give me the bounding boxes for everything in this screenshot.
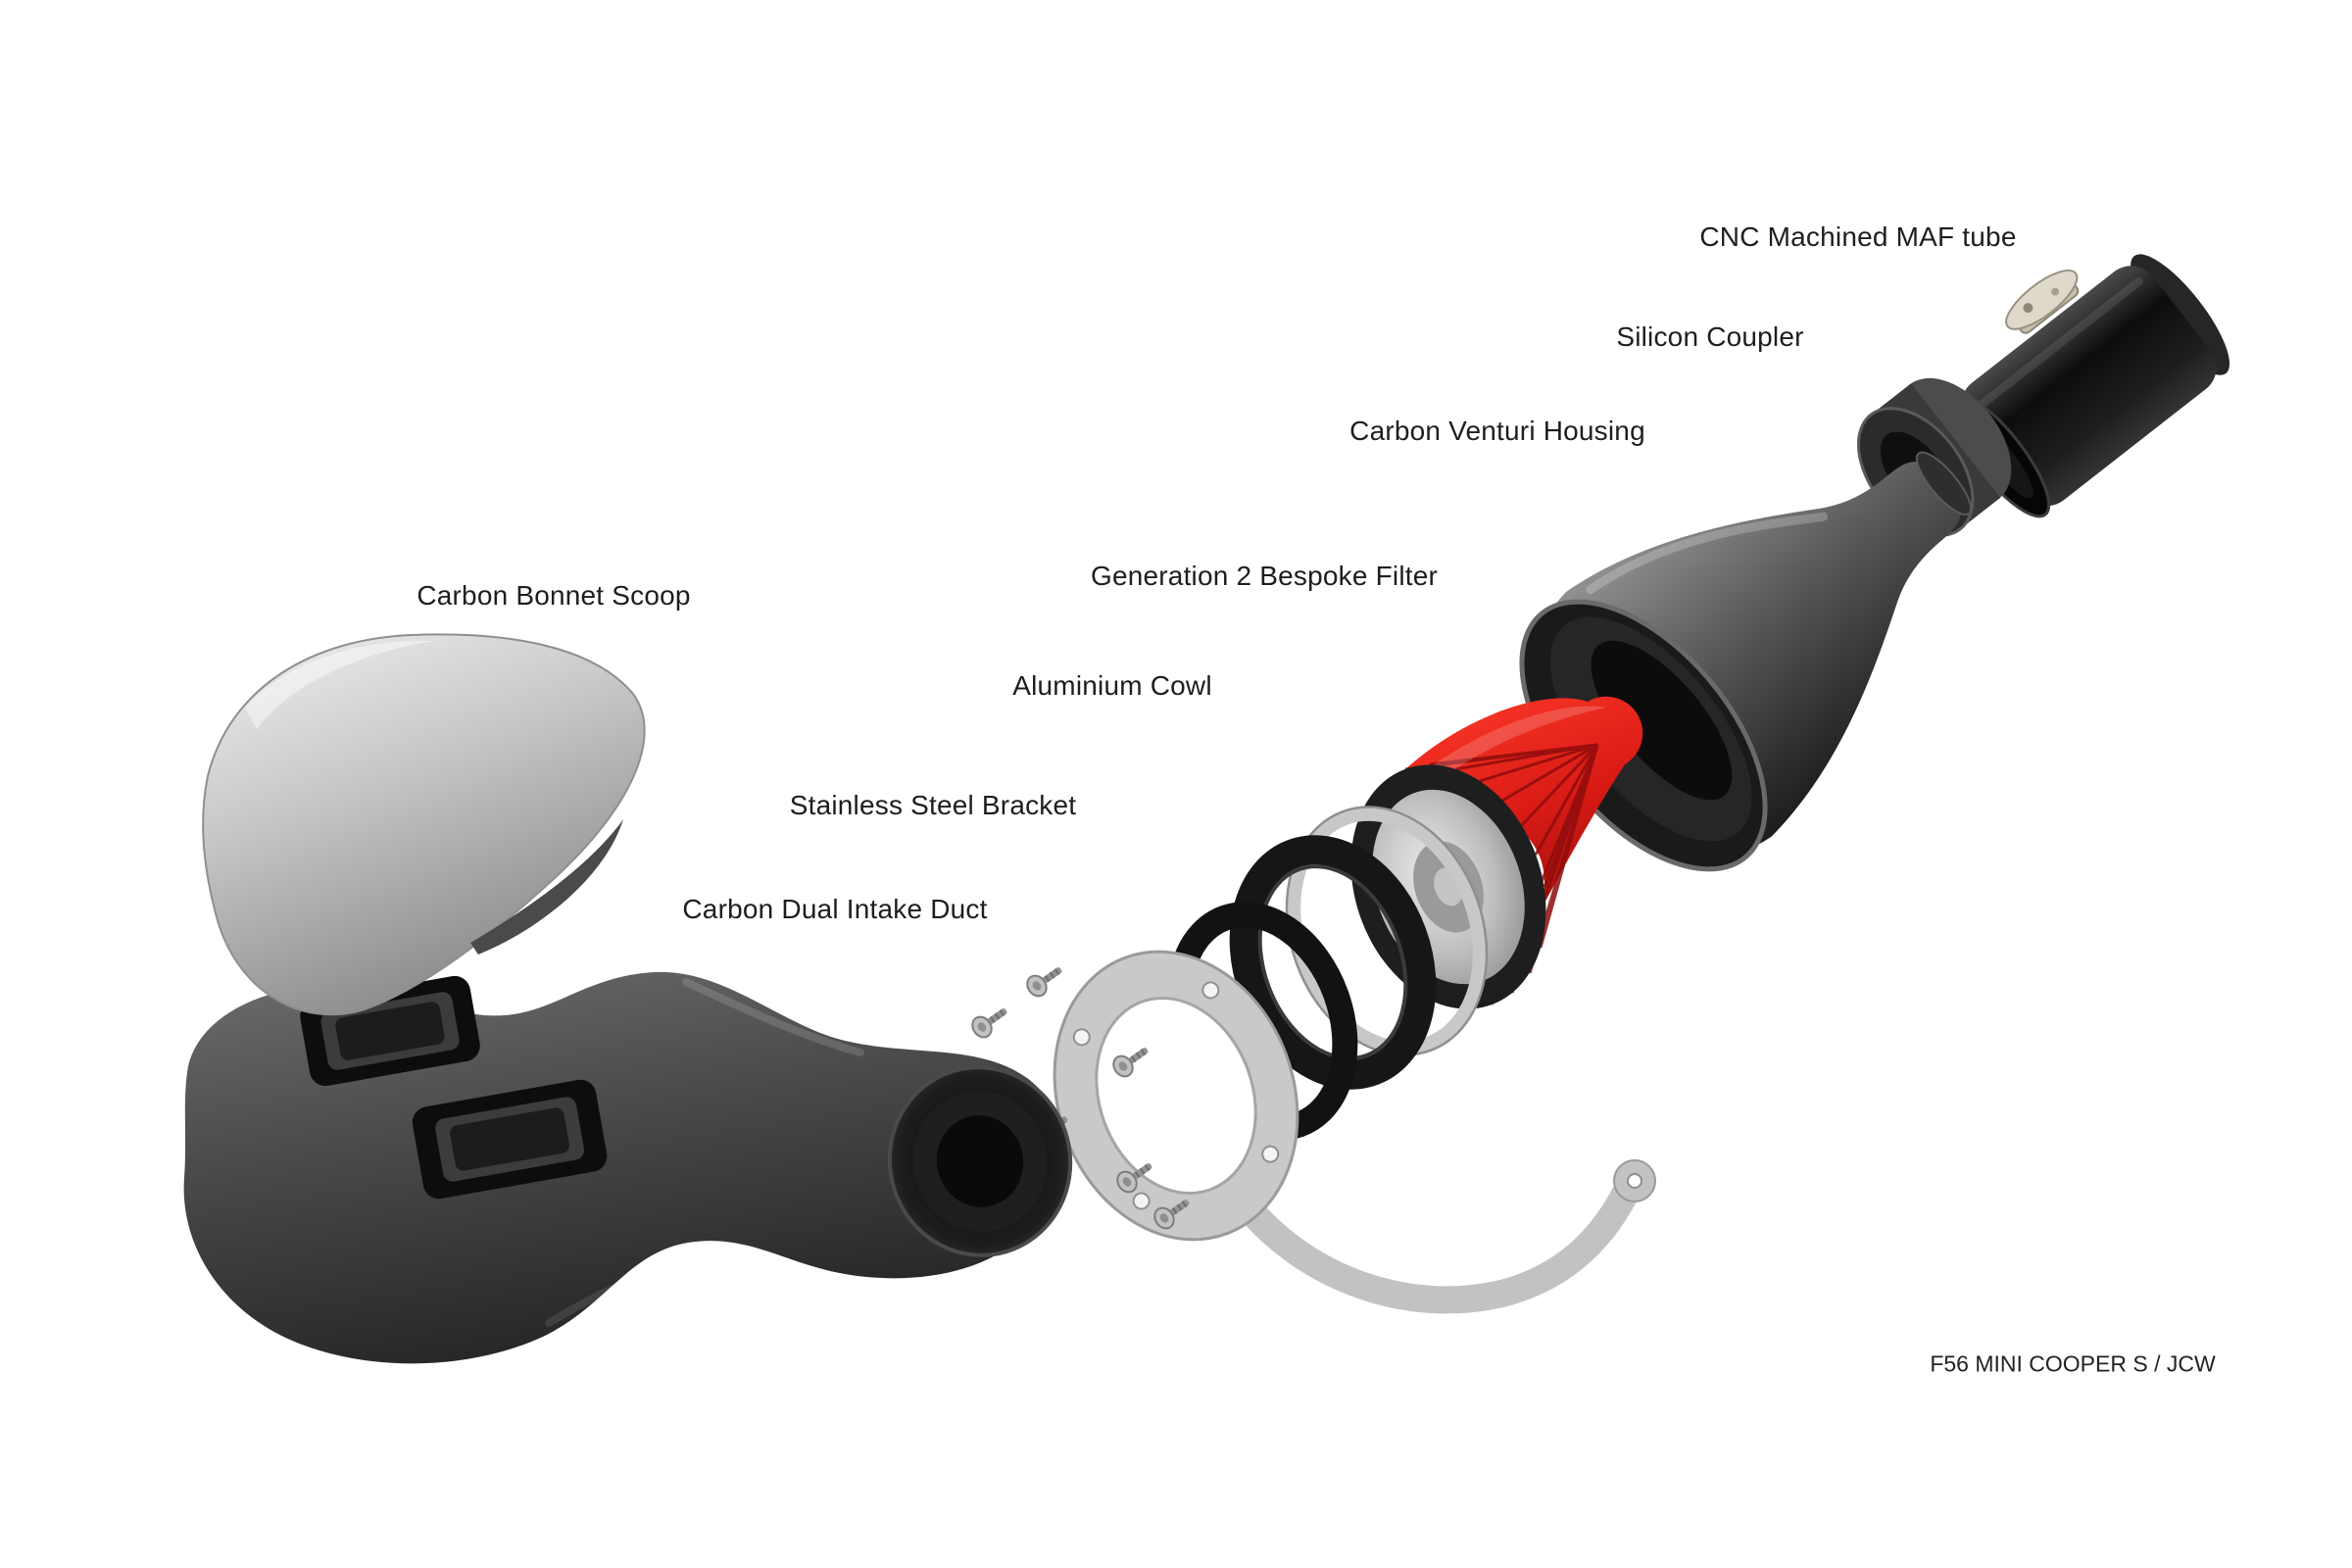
housing-highlight [1586,512,1829,595]
label-intake-duct: Carbon Dual Intake Duct [682,894,988,924]
scoop-body [202,633,646,1016]
bonnet-scoop-render [202,633,646,1016]
rubber-gasket-ring-rear [1229,835,1437,1090]
label-silicon-coupler: Silicon Coupler [1616,321,1804,352]
duct-port-rear [412,1079,608,1200]
screw-render [1022,958,1068,1002]
scoop-highlight [245,640,433,729]
rubber-gasket-ring-rear-inner [1257,864,1408,1060]
label-maf-tube: CNC Machined MAF tube [1699,221,2017,252]
label-venturi-housing: Carbon Venturi Housing [1349,416,1645,446]
housing-neck-end [1915,451,1973,516]
scoop-vent-slit [470,819,623,955]
filter-pleats [1404,743,1599,1005]
housing-mouth-deep [1591,640,1733,801]
label-aluminium-cowl: Aluminium Cowl [1012,670,1212,701]
duct-highlight-top [682,978,864,1056]
steel-bracket-render [1053,950,1656,1314]
maf-tube-body [1961,266,2217,507]
bracket-tab-hole [1627,1173,1642,1189]
cowl-outer-edge [1285,806,1489,1056]
label-bespoke-filter: Generation 2 Bespoke Filter [1090,561,1439,591]
intake-duct-render [183,971,1073,1364]
label-steel-bracket: Stainless Steel Bracket [789,790,1077,820]
maf-silver-fitting [2005,270,2080,334]
screw-render [967,1000,1013,1043]
label-bonnet-scoop: Carbon Bonnet Scoop [416,580,691,611]
duct-mouth [887,1065,1073,1257]
venturi-housing-render [1519,451,1973,872]
bracket-arm [1229,1177,1641,1314]
duct-highlight-bottom [545,1245,749,1327]
maf-tube-highlight [1974,276,2144,412]
model-caption: F56 MINI COOPER S / JCW [1930,1350,2216,1377]
bracket-ring [1053,950,1299,1242]
